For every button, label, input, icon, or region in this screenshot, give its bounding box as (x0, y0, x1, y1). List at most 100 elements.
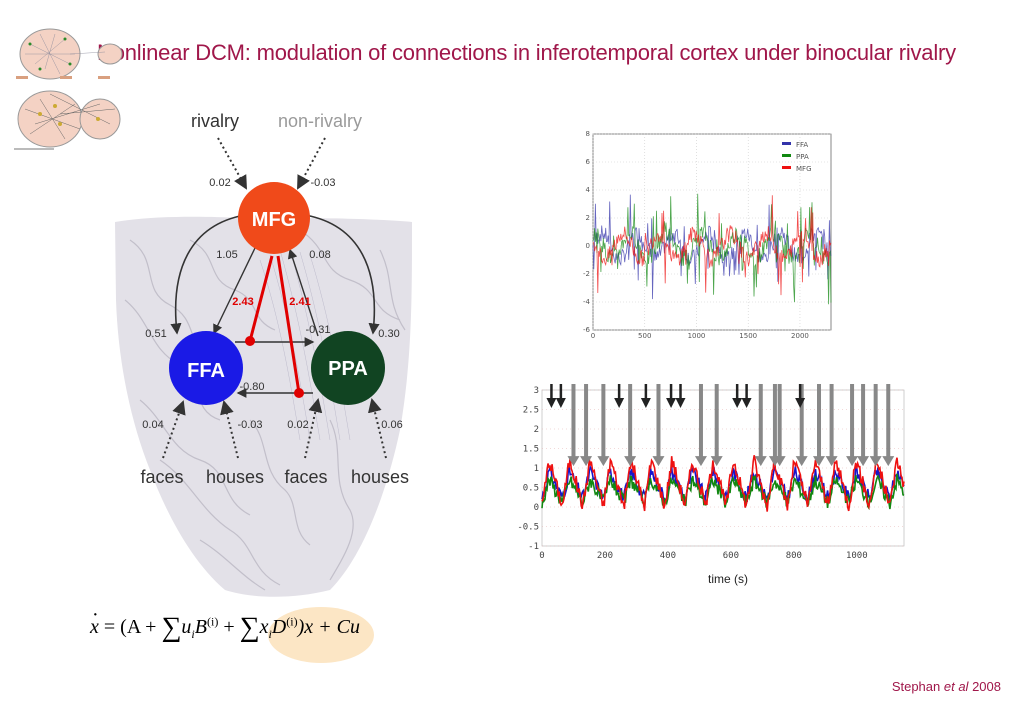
formula-D: D (271, 616, 287, 638)
ffa-node (169, 331, 243, 405)
weight-faces-ffa: 0.04 (142, 419, 163, 431)
chart2-xtick: 600 (723, 551, 739, 561)
chart2-arrowhead-gray (624, 456, 637, 467)
chart1-legend-swatch-ffa (782, 142, 791, 145)
chart2-arrowhead-gray (857, 456, 870, 467)
chart2-arrowhead-gray (825, 456, 838, 467)
chart2-xlabel: time (s) (708, 572, 748, 586)
weight-faces-ppa: 0.02 (287, 419, 308, 431)
dcm-diagram: MFG FFA PPA rivalry non-rivalry faces ho… (115, 111, 412, 597)
chart2-xtick: 1000 (846, 551, 868, 561)
chart2-arrowhead-gray (652, 456, 665, 467)
chart2-arrowhead-black (795, 398, 806, 408)
input-faces-ppa: faces (284, 467, 327, 487)
chart2-ytick: 2 (534, 425, 539, 435)
weight-ffa-mfg: 1.05 (216, 249, 237, 261)
chart1-series-mfg (592, 195, 832, 296)
input-nonrivalry: non-rivalry (278, 111, 362, 131)
modulation-ffa-ppa: 2.43 (232, 296, 253, 308)
chart2-xtick: 200 (597, 551, 613, 561)
modulation-lines (245, 255, 304, 398)
chart1-series-ppa (592, 193, 832, 305)
input-rivalry: rivalry (191, 111, 239, 131)
chart2-arrowhead-gray (882, 456, 895, 467)
chart2-arrowhead-black (666, 398, 677, 408)
brain-background (115, 216, 412, 597)
formula-sum1: ∑ (161, 612, 182, 643)
chart2-arrowhead-gray (694, 456, 707, 467)
chart2-arrowhead-black (614, 398, 625, 408)
chart1-ytick: -2 (583, 270, 590, 278)
weight-mfg-ffa-outer: 0.51 (145, 328, 166, 340)
chart1-xtick: 2000 (791, 332, 809, 340)
weight-houses-ffa: -0.03 (237, 419, 262, 431)
formula-x: x (259, 616, 269, 638)
chart2-arrowhead-black (732, 398, 743, 408)
chart2-ytick: -0.5 (517, 523, 539, 533)
chart2-arrowhead-black (675, 398, 686, 408)
input-houses-ppa: houses (351, 467, 409, 487)
chart2-arrowhead-gray (567, 456, 580, 467)
ppa-node (311, 331, 385, 405)
formula-xdot: x· (90, 604, 99, 638)
chart1-frame (592, 133, 832, 331)
chart2-ytick: 0.5 (523, 484, 539, 494)
chart1-xtick: 1000 (688, 332, 706, 340)
chart2-arrowhead-gray (597, 456, 610, 467)
formula-plus: + (223, 616, 235, 638)
weight-nonrivalry-mfg: -0.03 (310, 177, 335, 189)
formula-i2: i (268, 627, 272, 641)
chart2-arrowhead-gray (813, 456, 826, 467)
chart1-legend-label-ffa: FFA (796, 141, 808, 149)
chart1-legend-swatch-mfg (782, 166, 791, 169)
input-houses-ffa: houses (206, 467, 264, 487)
chart2-arrowhead-black (741, 398, 752, 408)
chart1-xtick: 1500 (739, 332, 757, 340)
chart1-ytick: 4 (586, 186, 591, 194)
chart2-xtick: 800 (786, 551, 802, 561)
formula-sum2: ∑ (239, 612, 260, 643)
formula-u: u (181, 616, 192, 638)
formula-highlight (268, 607, 374, 663)
network-thumbnail-icon (14, 28, 123, 150)
chart2-ytick: 0 (534, 503, 539, 513)
chart2-arrowhead-gray (710, 456, 723, 467)
ffa-label: FFA (187, 360, 225, 382)
weight-ppa-ffa: -0.80 (239, 381, 264, 393)
formula-sup2: (i) (286, 614, 298, 629)
formula-rest: )x + Cu (297, 616, 360, 638)
chart1-xtick: 0 (591, 332, 595, 340)
chart2-series-2 (541, 452, 905, 512)
weight-ffa-ppa: -0.31 (305, 324, 330, 336)
chart1-xtick: 500 (638, 332, 651, 340)
formula-B: B (194, 616, 207, 638)
dcm-equation: x· = (A + ∑uiB(i) + ∑xiD(i))x + Cu (90, 604, 360, 644)
chart2-arrowhead-gray (580, 456, 593, 467)
chart2-arrowhead-gray (846, 456, 859, 467)
modulation-ppa-ffa: 2.41 (289, 296, 310, 308)
formula-sup1: (i) (206, 614, 219, 629)
chart2-arrowhead-black (640, 398, 651, 408)
weight-rivalry-mfg: 0.02 (209, 177, 230, 189)
chart2-arrowhead-black (555, 398, 566, 408)
chart2-ytick: -1 (528, 542, 539, 552)
chart1-ytick: -4 (583, 298, 591, 306)
chart1-ytick: 0 (586, 242, 590, 250)
chart1-legend-label-mfg: MFG (796, 165, 812, 173)
weight-mfg-ppa: 0.08 (309, 249, 330, 261)
formula-part-a: = (A + (103, 616, 157, 638)
formula-i1: i (191, 627, 195, 641)
chart1-ytick: 2 (586, 214, 590, 222)
citation: Stephan et al 2008 (891, 679, 1001, 694)
input-faces-ffa: faces (140, 467, 183, 487)
chart2-arrowhead-gray (773, 456, 786, 467)
chart2-xtick: 0 (539, 551, 544, 561)
chart2-ytick: 3 (534, 386, 539, 396)
chart1-legend-label-ppa: PPA (796, 153, 809, 161)
chart1-ytick: 8 (586, 130, 590, 138)
chart2-ytick: 2.5 (523, 406, 539, 416)
chart1-legend-swatch-ppa (782, 154, 791, 157)
chart2-ytick: 1.5 (523, 445, 539, 455)
